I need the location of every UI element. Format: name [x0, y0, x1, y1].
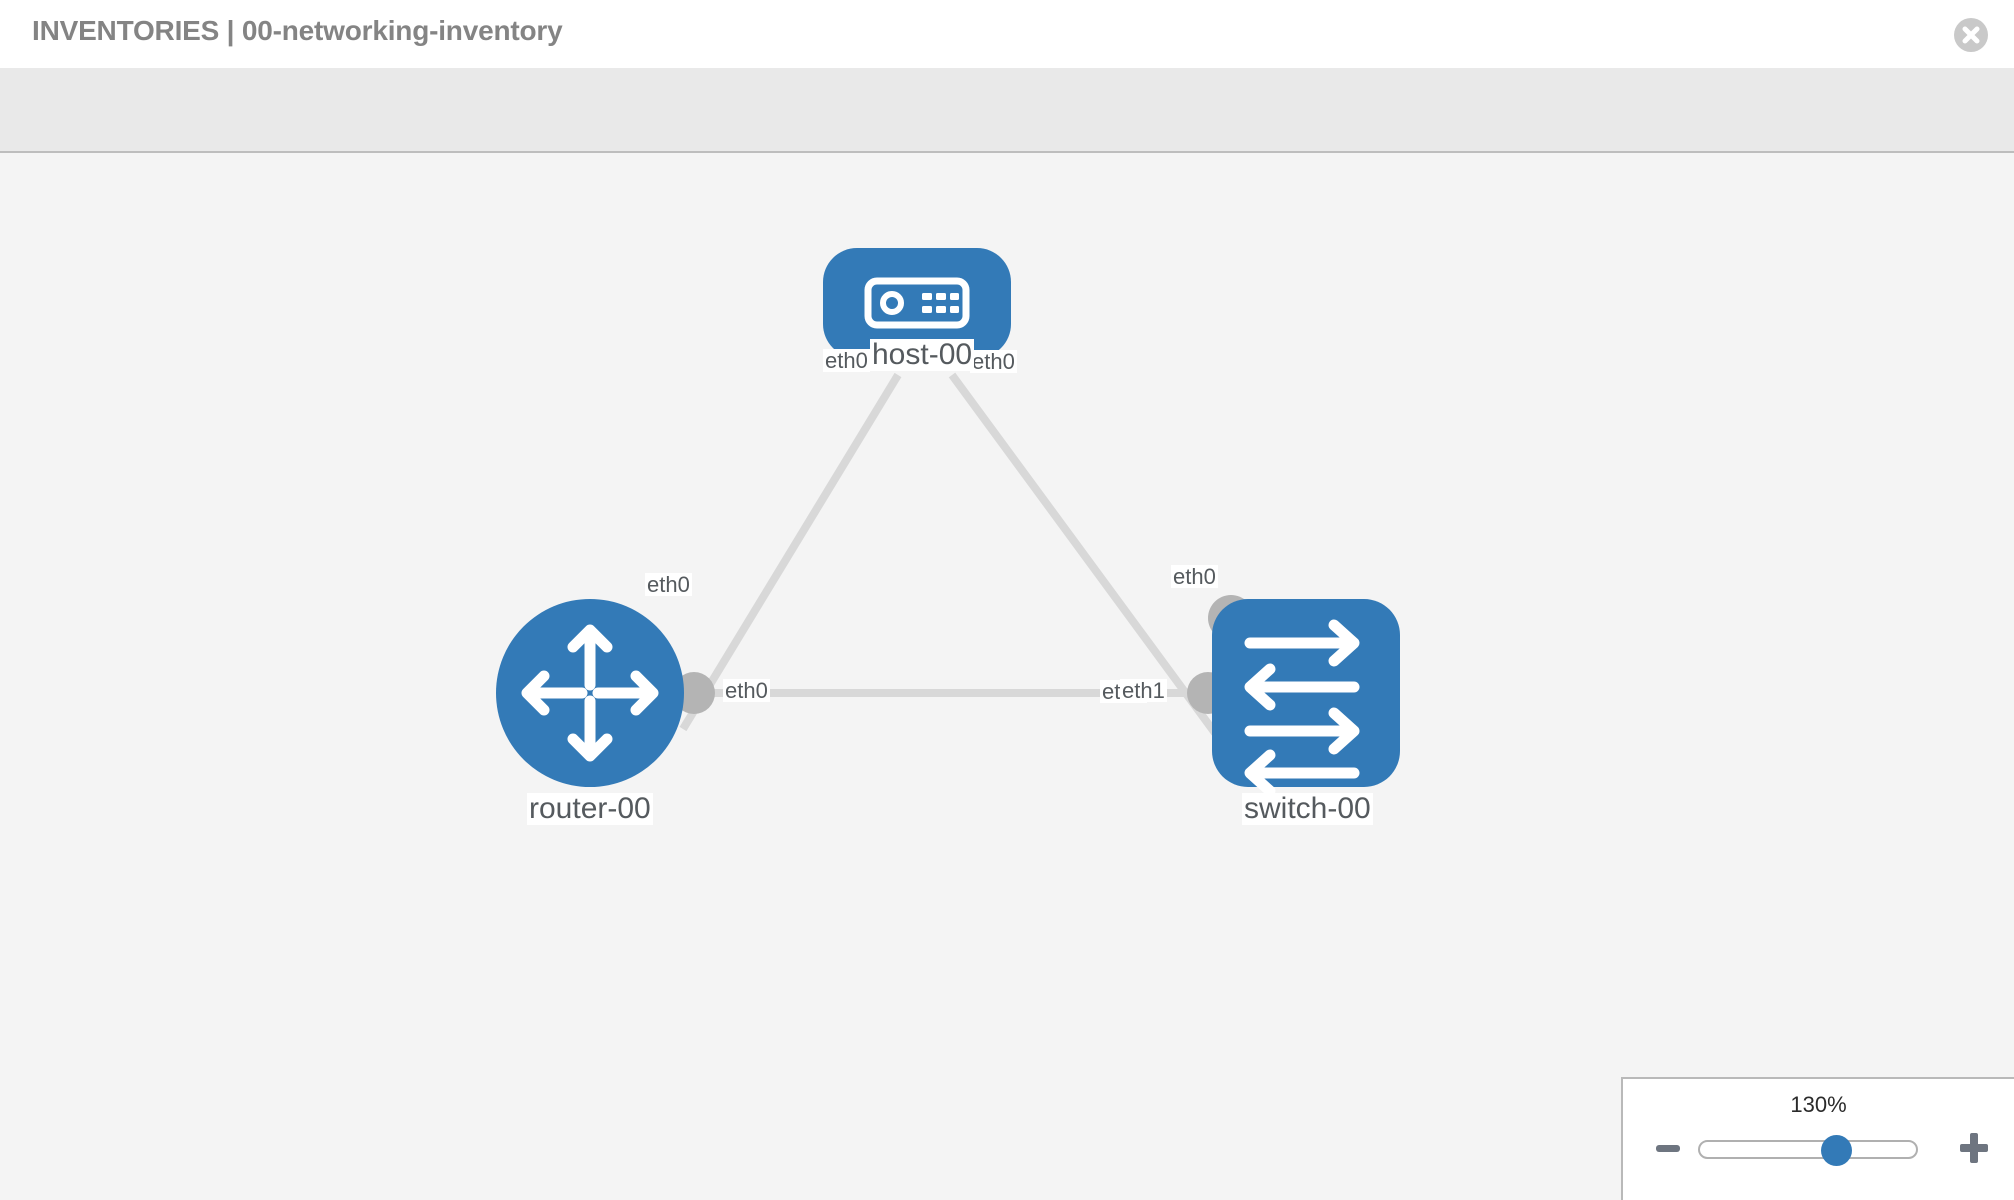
port-label-host-right: eth0 [970, 349, 1017, 374]
topology-canvas[interactable]: eth0 eth0 eth0 eth0 eth0 eth0 eth1 host-… [0, 153, 2014, 1200]
zoom-slider-track[interactable] [1698, 1135, 1918, 1166]
server-icon [864, 277, 970, 329]
zoom-slider-thumb[interactable] [1820, 1135, 1852, 1166]
zoom-level-value: 130% [1790, 1092, 1847, 1117]
port-label-host-left: eth0 [823, 348, 870, 373]
node-switch-00 [1212, 599, 1400, 797]
node-host-00 [823, 248, 1011, 358]
close-icon[interactable] [1953, 17, 1989, 53]
page-header: INVENTORIES | 00-networking-inventory [0, 0, 2014, 68]
port-router-right [673, 672, 715, 714]
zoom-slider-row [1623, 1131, 2014, 1171]
node-label-host-00: host-00 [870, 338, 975, 371]
toolbar: ACTIONS SEARCH [0, 68, 2014, 203]
minus-icon[interactable] [1656, 1145, 1680, 1152]
port-label-router-upper: eth0 [645, 572, 692, 597]
node-label-router-00: router-00 [527, 792, 653, 825]
switch-icon [1244, 619, 1360, 797]
page-title: INVENTORIES | 00-networking-inventory [32, 15, 563, 46]
link-host-router [679, 372, 902, 732]
node-label-switch-00: switch-00 [1242, 792, 1373, 825]
port-label-switch-upper: eth0 [1171, 564, 1218, 589]
link-host-switch [948, 372, 1219, 736]
router-icon [521, 624, 659, 762]
node-router-00 [496, 599, 684, 787]
plus-icon[interactable] [1960, 1133, 1988, 1163]
zoom-control-panel: 130% [1621, 1077, 2014, 1200]
port-label-router-right: eth0 [723, 678, 770, 703]
port-label-switch-left-eth1: eth1 [1120, 678, 1167, 703]
topology-graph [496, 248, 1400, 797]
